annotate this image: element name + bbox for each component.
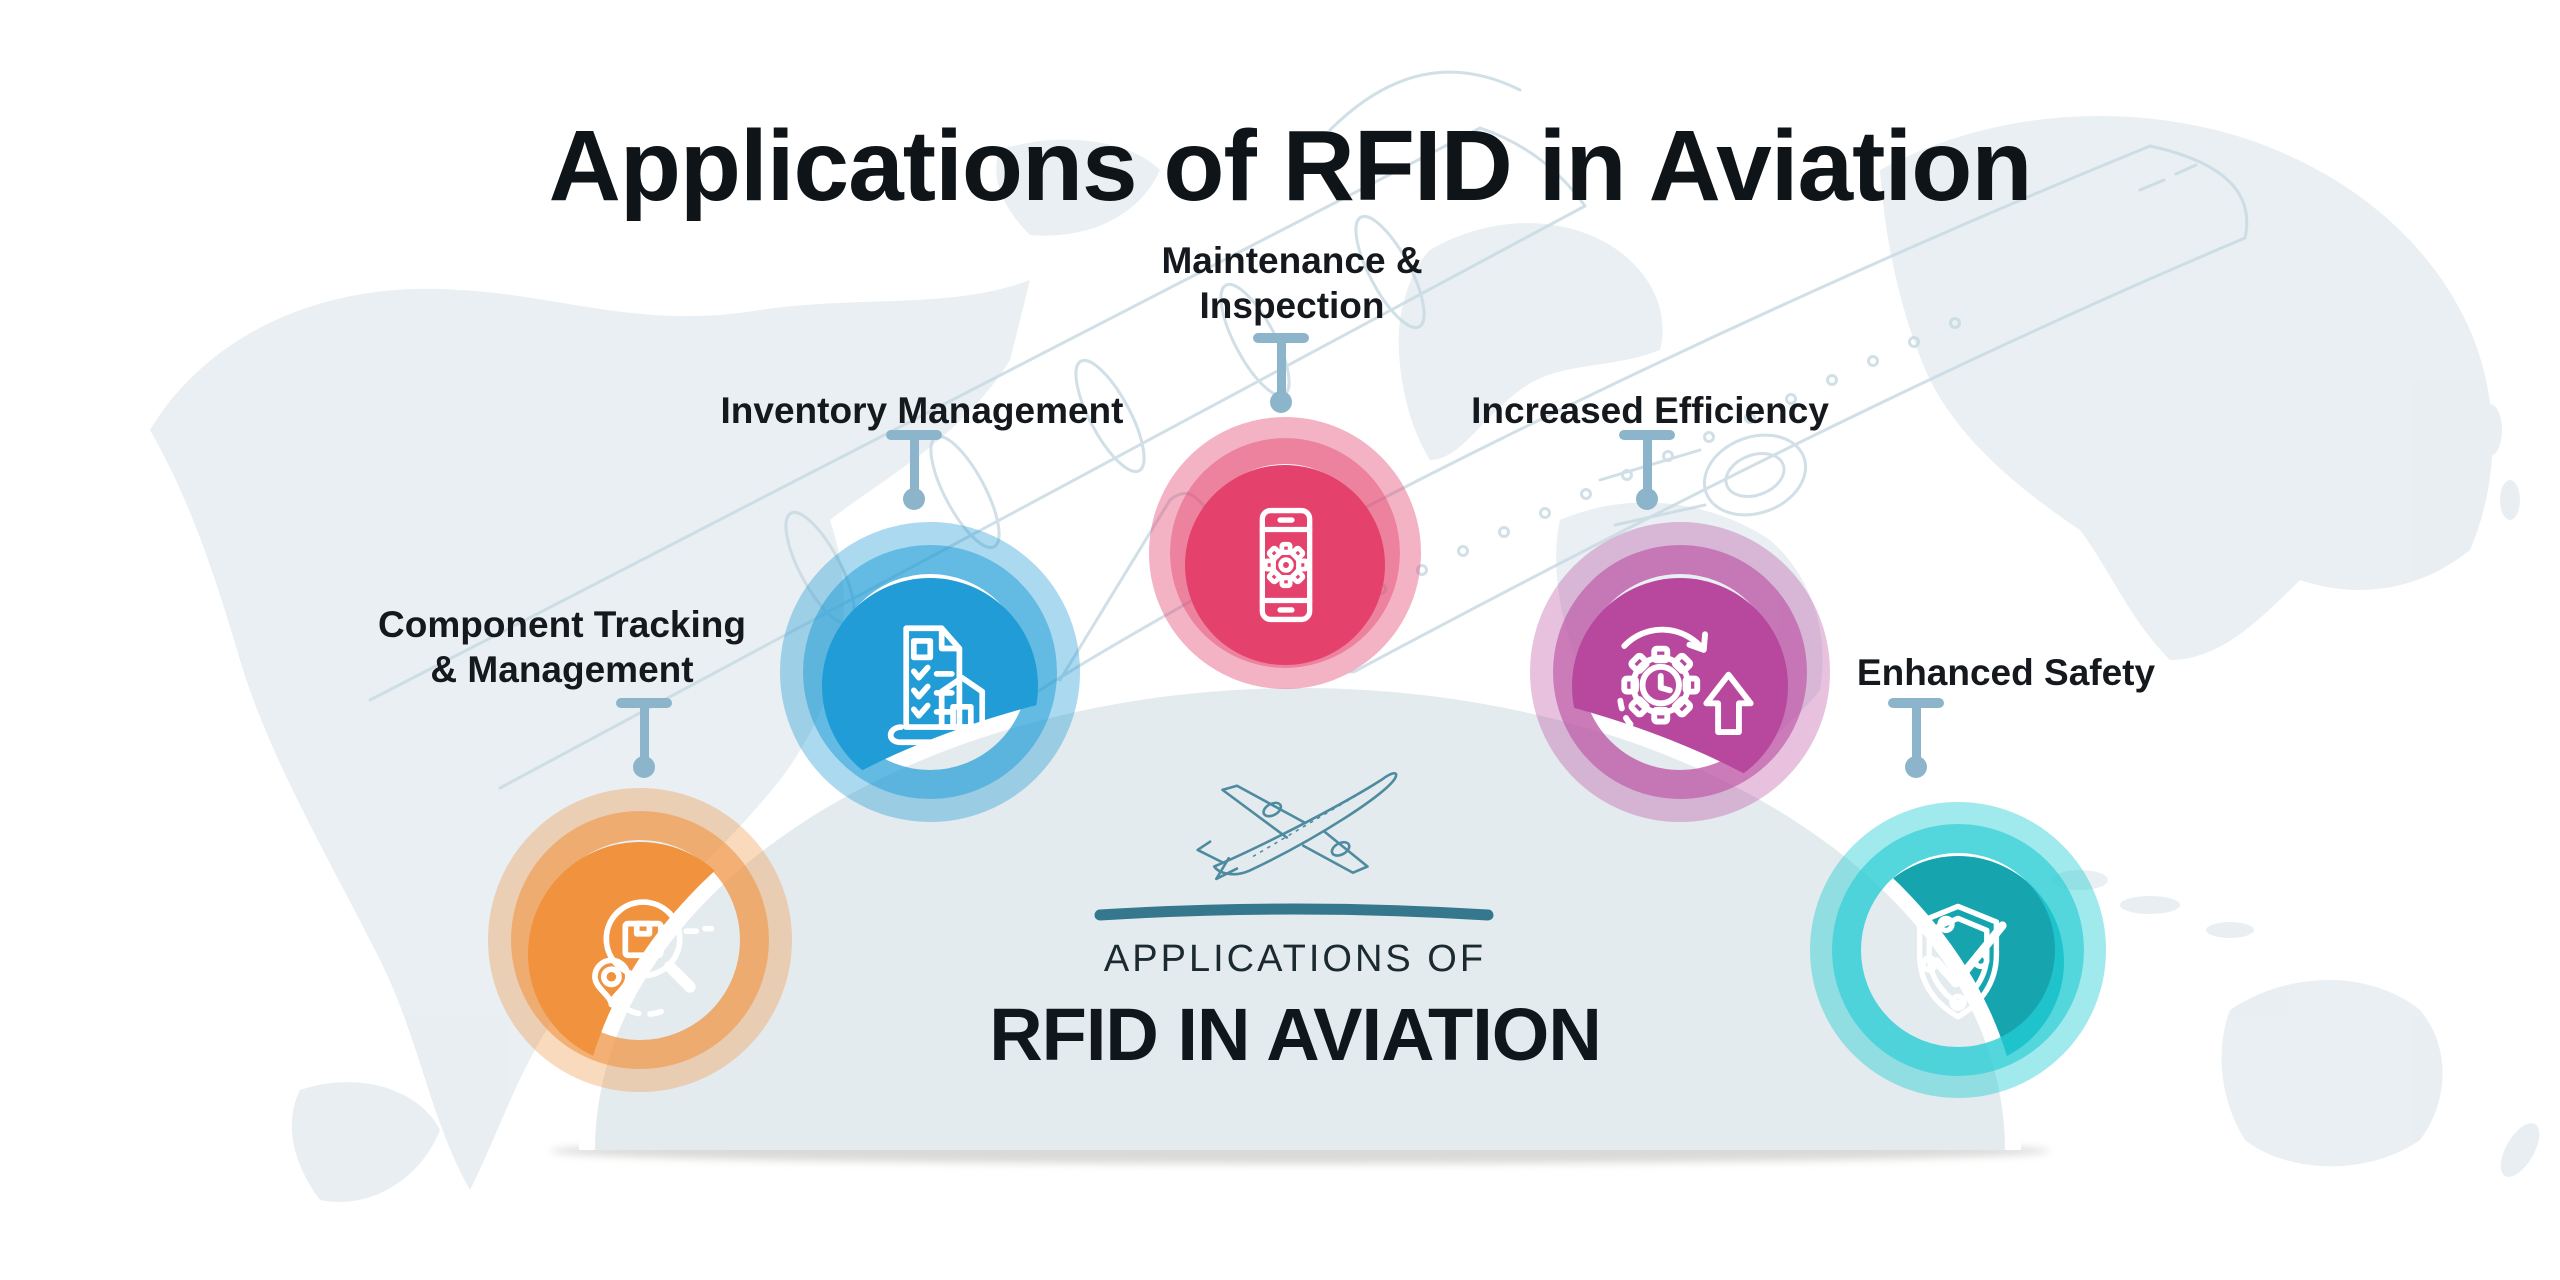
connector-increased-efficiency	[1619, 430, 1675, 510]
label-maintenance-inspection: Maintenance & Inspection	[1161, 238, 1422, 328]
label-line: Component Tracking	[378, 604, 746, 645]
shield-check-icon	[1886, 892, 2030, 1036]
connector-dot	[1636, 488, 1658, 510]
label-line: Increased Efficiency	[1471, 390, 1829, 431]
connector-maintenance-inspection	[1253, 333, 1309, 413]
connector-enhanced-safety	[1888, 698, 1944, 778]
connector-dot	[903, 488, 925, 510]
connector-cap	[1888, 698, 1944, 708]
connector-cap	[886, 430, 942, 440]
connector-component-tracking	[616, 698, 672, 778]
connector-stem	[1276, 341, 1286, 393]
label-line: Inventory Management	[720, 390, 1124, 431]
label-line: Maintenance &	[1161, 240, 1423, 281]
page-title: Applications of RFID in Aviation	[548, 110, 2033, 222]
connector-dot	[633, 756, 655, 778]
connector-stem	[1911, 706, 1921, 758]
airplane-sketch-icon	[1150, 748, 1440, 898]
connector-stem	[639, 706, 649, 758]
connector-cap	[1253, 333, 1309, 343]
label-component-tracking: Component Tracking & Management	[378, 602, 746, 692]
world-map-decor	[150, 116, 2540, 1202]
accent-bar	[1092, 900, 1496, 924]
checklist-warehouse-icon	[853, 608, 1005, 760]
connector-stem	[1642, 438, 1652, 490]
label-increased-efficiency: Increased Efficiency	[1471, 388, 1829, 433]
connector-inventory-management	[886, 430, 942, 510]
label-line: Enhanced Safety	[1856, 652, 2156, 693]
connector-cap	[1619, 430, 1675, 440]
connector-cap	[616, 698, 672, 708]
label-inventory-management: Inventory Management	[721, 388, 1124, 433]
label-line: Inspection	[1199, 285, 1385, 327]
gear-clock-arrow-icon	[1593, 604, 1765, 761]
label-line: & Management	[430, 649, 694, 691]
connector-dot	[1270, 391, 1292, 413]
mobile-gear-icon	[1215, 494, 1357, 636]
label-enhanced-safety: Enhanced Safety	[1857, 650, 2155, 695]
package-search-icon	[562, 878, 714, 1030]
dome-heading: RFID IN AVIATION	[989, 993, 1602, 1076]
dome-eyebrow: APPLICATIONS OF	[1103, 938, 1487, 980]
connector-dot	[1905, 756, 1927, 778]
connector-stem	[909, 438, 919, 490]
